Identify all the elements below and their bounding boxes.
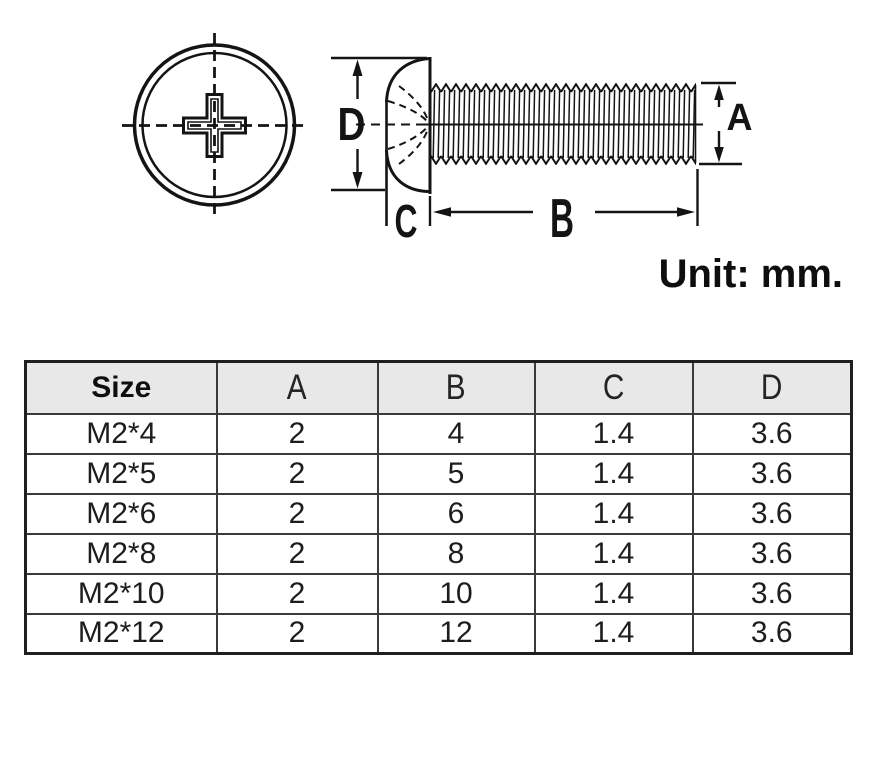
cell-c: 1.4: [533, 532, 694, 575]
cell-d: 3.6: [691, 492, 853, 535]
head-dome-top-arc: [385, 57, 431, 103]
dim-a-arrow-down: [714, 147, 724, 163]
size-spec-table: Size A B C D M2*4 2 4 1.4 3.6 M2*5: [24, 360, 853, 655]
cell-c: 1.4: [533, 612, 694, 655]
table-header-a: A: [215, 360, 379, 415]
recess-hidden-curve-bottom-inner: [398, 127, 429, 165]
screw-top-view: [122, 33, 306, 216]
phillips-cross-inner-line: [187, 98, 242, 153]
recess-hidden-curve-top-inner: [398, 85, 429, 122]
cell-a: 2: [215, 572, 379, 615]
cell-b: 8: [376, 532, 536, 575]
dim-label-b: B: [550, 187, 574, 249]
head-inner-circle: [141, 51, 288, 199]
dim-label-d: D: [338, 98, 366, 150]
screw-side-view: [356, 57, 703, 226]
table-row: M2*5 2 5 1.4 3.6: [24, 452, 853, 495]
cell-size: M2*12: [24, 612, 218, 655]
cell-a: 2: [215, 532, 379, 575]
table-header-c: C: [533, 360, 694, 415]
cell-b: 10: [376, 572, 536, 615]
cell-a: 2: [215, 492, 379, 535]
cell-c: 1.4: [533, 492, 694, 535]
recess-hidden-curve-top-outer: [387, 100, 430, 125]
cell-d: 3.6: [691, 412, 853, 455]
phillips-cross-outline: [182, 93, 247, 158]
cell-d: 3.6: [691, 532, 853, 575]
head-outer-circle: [132, 43, 297, 207]
dim-label-a: A: [727, 97, 753, 139]
cell-c: 1.4: [533, 452, 694, 495]
cell-d: 3.6: [691, 452, 853, 495]
recess-hidden-curve-bottom-outer: [387, 124, 430, 150]
cell-c: 1.4: [533, 412, 694, 455]
cell-a: 2: [215, 452, 379, 495]
table-header-d: D: [691, 360, 853, 415]
cell-a: 2: [215, 412, 379, 455]
table-header-size: Size: [24, 360, 218, 415]
table-header-c-label: C: [602, 367, 625, 407]
table-row: M2*10 2 10 1.4 3.6: [24, 572, 853, 615]
table-header-a-label: A: [287, 367, 307, 407]
table-header-d-label: D: [761, 367, 783, 407]
table-row: M2*12 2 12 1.4 3.6: [24, 612, 853, 655]
cell-size: M2*5: [24, 452, 218, 495]
dimension-annotations: D C B A: [331, 56, 753, 249]
table-row: M2*4 2 4 1.4 3.6: [24, 412, 853, 455]
cell-size: M2*6: [24, 492, 218, 535]
dim-b-arrow-right: [677, 207, 695, 217]
cell-size: M2*4: [24, 412, 218, 455]
table-header-b: B: [376, 360, 536, 415]
cell-b: 12: [376, 612, 536, 655]
dim-b-arrow-left: [433, 207, 451, 217]
head-dome-bottom-arc: [385, 149, 431, 193]
cell-d: 3.6: [691, 572, 853, 615]
dim-b: B: [433, 169, 699, 249]
unit-note: Unit: mm.: [658, 252, 843, 296]
cell-size: M2*8: [24, 532, 218, 575]
dim-d-arrow-down: [352, 172, 363, 189]
dim-a: A: [699, 81, 753, 166]
table-row: M2*6 2 6 1.4 3.6: [24, 492, 853, 535]
cell-b: 6: [376, 492, 536, 535]
dim-d: D: [331, 56, 427, 192]
cell-b: 5: [376, 452, 536, 495]
dim-c: C: [395, 195, 432, 247]
table-header-b-label: B: [446, 367, 466, 407]
cell-b: 4: [376, 412, 536, 455]
table-row: M2*8 2 8 1.4 3.6: [24, 532, 853, 575]
table-header-row: Size A B C D: [24, 360, 853, 415]
dim-a-arrow-up: [714, 84, 724, 100]
cell-size: M2*10: [24, 572, 218, 615]
cell-d: 3.6: [691, 612, 853, 655]
screw-technical-drawing: D C B A: [122, 33, 753, 249]
cell-a: 2: [215, 612, 379, 655]
dim-label-c: C: [395, 195, 418, 247]
cell-c: 1.4: [533, 572, 694, 615]
dim-d-arrow-up: [352, 59, 363, 76]
